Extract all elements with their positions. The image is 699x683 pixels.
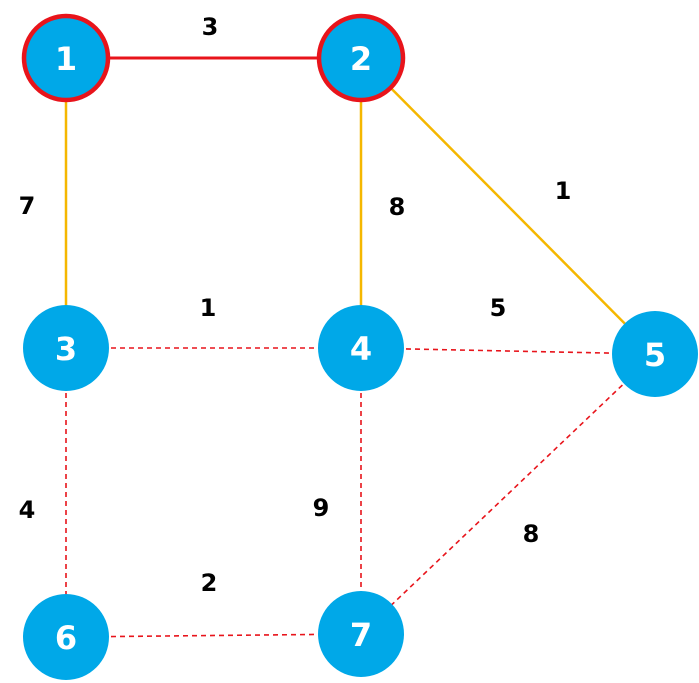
nodes-layer: 1 2 3 4 5 6 7 <box>21 13 698 680</box>
node-circle-6 <box>23 594 109 680</box>
node-circle-1 <box>21 13 111 103</box>
node-circle-2 <box>316 13 406 103</box>
node-2: 2 <box>316 13 406 103</box>
edge-weight-5-7: 8 <box>523 520 540 548</box>
edge-5-7 <box>360 353 656 635</box>
node-label-4: 4 <box>350 330 372 368</box>
edge-weight-2-4: 8 <box>389 193 406 221</box>
edge-weight-1-3: 7 <box>19 192 36 220</box>
edge-6-7 <box>65 633 362 638</box>
edge-weights-layer: 3 7 8 1 1 5 4 9 8 2 <box>19 13 572 597</box>
node-4: 4 <box>318 305 404 391</box>
node-circle-3 <box>23 305 109 391</box>
edge-weight-3-4: 1 <box>200 294 217 322</box>
edge-weight-1-2: 3 <box>202 13 219 41</box>
node-label-6: 6 <box>55 619 77 657</box>
edge-weight-4-7: 9 <box>313 494 330 522</box>
node-label-5: 5 <box>644 336 666 374</box>
node-7: 7 <box>318 591 404 677</box>
node-label-7: 7 <box>350 616 372 654</box>
node-circle-7 <box>318 591 404 677</box>
node-label-2: 2 <box>350 40 372 78</box>
node-label-1: 1 <box>55 40 77 78</box>
edge-4-5 <box>360 347 656 355</box>
node-1: 1 <box>21 13 111 103</box>
node-3: 3 <box>23 305 109 391</box>
node-label-3: 3 <box>55 330 77 368</box>
edge-weight-6-7: 2 <box>201 569 218 597</box>
edge-weight-2-5: 1 <box>555 177 572 205</box>
node-circle-5 <box>612 311 698 397</box>
edge-weight-4-5: 5 <box>490 294 507 322</box>
node-circle-4 <box>318 305 404 391</box>
node-6: 6 <box>23 594 109 680</box>
node-5: 5 <box>612 311 698 397</box>
edges-layer <box>64 56 656 638</box>
edge-weight-3-6: 4 <box>19 496 36 524</box>
edge-2-5 <box>360 57 656 355</box>
